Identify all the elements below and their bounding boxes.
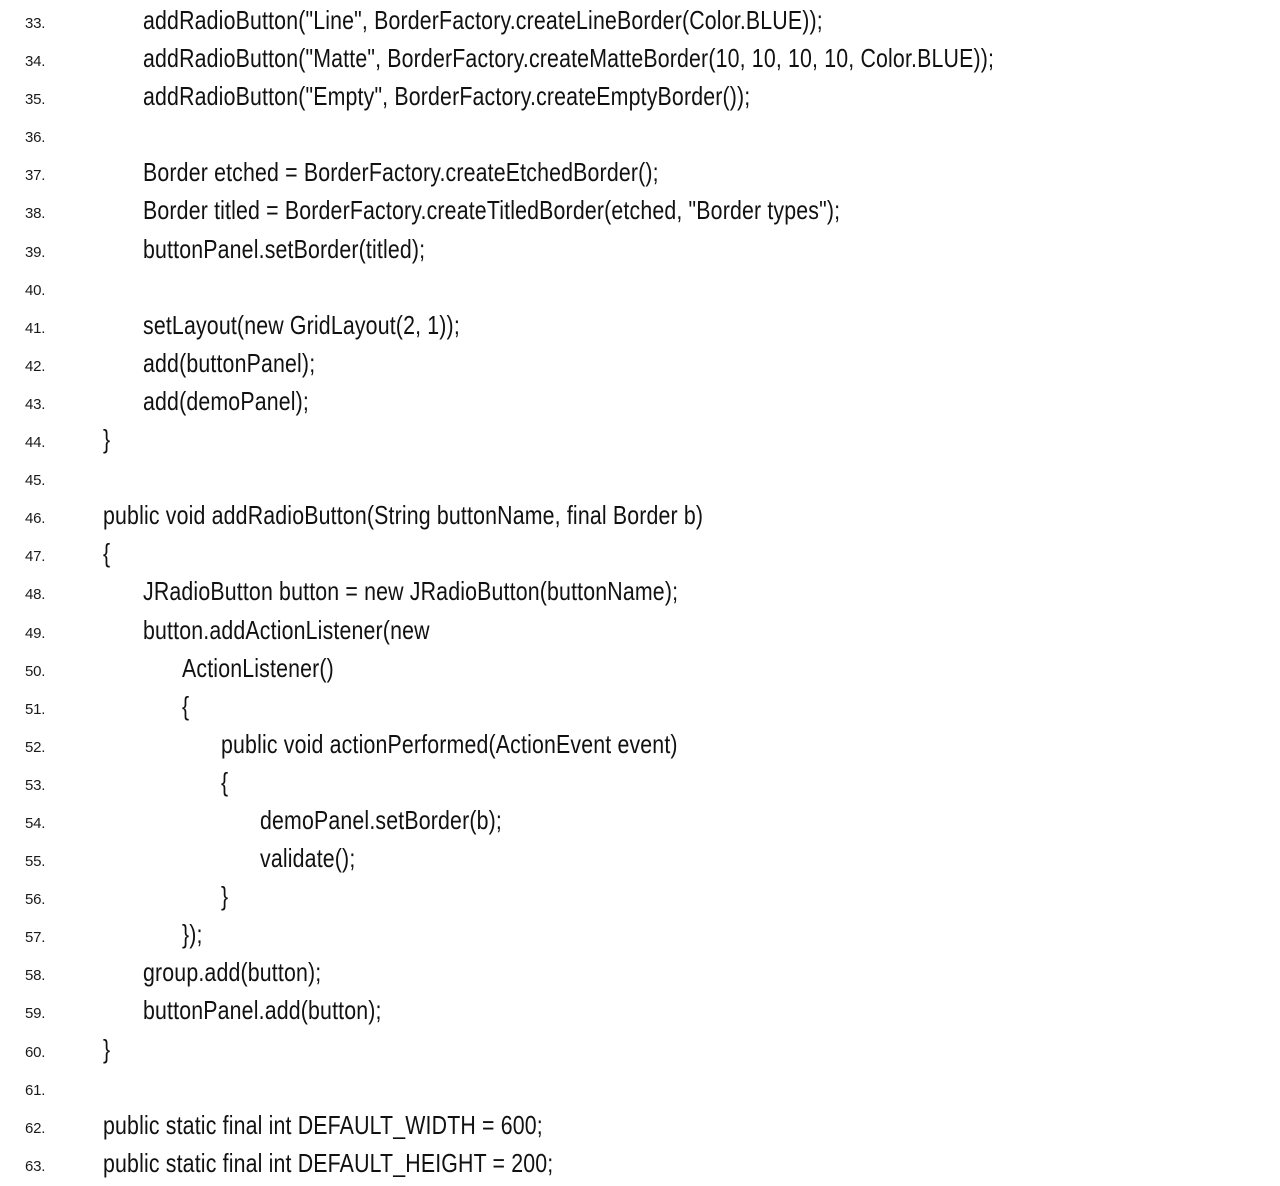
code-line: 53. {	[0, 767, 1280, 805]
code-line: 42. add(buttonPanel);	[0, 348, 1280, 386]
code-line: 57.});	[0, 919, 1280, 957]
line-number: 55.	[25, 853, 46, 871]
line-number: 50.	[25, 662, 46, 680]
line-number: 43.	[25, 395, 46, 413]
code-text: validate();	[260, 843, 356, 874]
line-number: 51.	[25, 700, 46, 718]
line-number: 53.	[25, 776, 46, 794]
code-text: button.addActionListener(new	[143, 614, 430, 645]
code-text: public void addRadioButton(String button…	[103, 500, 704, 531]
line-number: 48.	[25, 586, 46, 604]
code-text: setLayout(new GridLayout(2, 1));	[143, 309, 460, 340]
code-text: }	[103, 1033, 111, 1064]
line-number: 37.	[25, 167, 46, 185]
line-number: 56.	[25, 891, 46, 909]
code-line: 52. public void actionPerformed(ActionEve…	[0, 729, 1280, 767]
code-line: 43. add(demoPanel);	[0, 386, 1280, 424]
line-number: 46.	[25, 510, 46, 528]
code-line: 63. public static final int DEFAULT_HEIGH…	[0, 1148, 1280, 1186]
code-line: 58. group.add(button);	[0, 957, 1280, 995]
code-line: 35. addRadioButton("Empty", BorderFactory…	[0, 81, 1280, 119]
code-line: 47. {	[0, 538, 1280, 576]
code-line: 50. ActionListener()	[0, 653, 1280, 691]
code-line: 62. public static final int DEFAULT_WIDTH…	[0, 1110, 1280, 1148]
line-number: 41.	[25, 319, 46, 337]
line-number: 58.	[25, 967, 46, 985]
line-number: 42.	[25, 357, 46, 375]
code-line: 59. buttonPanel.add(button);	[0, 995, 1280, 1033]
code-line: 49. button.addActionListener(new	[0, 615, 1280, 653]
line-number: 59.	[25, 1005, 46, 1023]
code-text: ActionListener()	[182, 652, 334, 683]
line-number: 57.	[25, 929, 46, 947]
code-line: 48. JRadioButton button = new JRadioButto…	[0, 576, 1280, 614]
code-line: 51. {	[0, 691, 1280, 729]
code-line: 41. setLayout(new GridLayout(2, 1));	[0, 310, 1280, 348]
line-number: 44.	[25, 434, 46, 452]
line-number: 35.	[25, 91, 46, 109]
code-text: add(buttonPanel);	[143, 347, 316, 378]
code-line: 40.	[0, 272, 1280, 310]
code-text: addRadioButton("Empty", BorderFactory.cr…	[143, 81, 751, 112]
code-text: JRadioButton button = new JRadioButton(b…	[143, 576, 679, 607]
code-text: public static final int DEFAULT_WIDTH = …	[103, 1109, 543, 1140]
line-number: 45.	[25, 472, 46, 490]
code-line: 36.	[0, 119, 1280, 157]
code-line: 60.}	[0, 1034, 1280, 1072]
line-number: 36.	[25, 129, 46, 147]
code-text: {	[221, 766, 229, 797]
code-line: 54. demoPanel.setBorder(b);	[0, 805, 1280, 843]
code-line: 38. Border titled = BorderFactory.createT…	[0, 195, 1280, 233]
line-number: 47.	[25, 548, 46, 566]
code-line: 61.	[0, 1072, 1280, 1110]
line-number: 33.	[25, 15, 46, 32]
code-text: });	[182, 919, 203, 950]
code-text: demoPanel.setBorder(b);	[260, 804, 502, 835]
line-number: 49.	[25, 624, 46, 642]
line-number: 54.	[25, 814, 46, 832]
line-number: 34.	[25, 53, 46, 71]
code-text: }	[221, 881, 229, 912]
line-number: 40.	[25, 281, 46, 299]
code-text: {	[103, 538, 111, 569]
line-number: 61.	[25, 1081, 46, 1099]
line-number: 62.	[25, 1119, 46, 1137]
code-line: 45.	[0, 462, 1280, 500]
code-line: 37. Border etched = BorderFactory.createE…	[0, 157, 1280, 195]
code-text: public void actionPerformed(ActionEvent …	[221, 728, 678, 759]
line-number: 60.	[25, 1043, 46, 1061]
code-text: public static final int DEFAULT_HEIGHT =…	[103, 1147, 554, 1178]
code-text: }	[103, 424, 111, 455]
code-text: buttonPanel.add(button);	[143, 995, 382, 1026]
code-line: 34. addRadioButton("Matte", BorderFactory…	[0, 43, 1280, 81]
code-line: 55. validate();	[0, 843, 1280, 881]
code-line: 46. public void addRadioButton(String but…	[0, 500, 1280, 538]
code-text: addRadioButton("Line", BorderFactory.cre…	[143, 5, 823, 35]
line-number: 63.	[25, 1157, 46, 1175]
line-number: 39.	[25, 243, 46, 261]
code-text: add(demoPanel);	[143, 385, 310, 416]
code-text: Border etched = BorderFactory.createEtch…	[143, 157, 659, 188]
code-line: 56.}	[0, 881, 1280, 919]
code-listing: 33. addRadioButton("Line", BorderFactory.…	[0, 5, 1280, 1186]
code-text: {	[182, 690, 190, 721]
code-text: addRadioButton("Matte", BorderFactory.cr…	[143, 43, 995, 74]
code-text: group.add(button);	[143, 957, 322, 988]
code-line: 33. addRadioButton("Line", BorderFactory.…	[0, 5, 1280, 43]
code-line: 39. buttonPanel.setBorder(titled);	[0, 234, 1280, 272]
code-text: Border titled = BorderFactory.createTitl…	[143, 195, 841, 226]
code-text: buttonPanel.setBorder(titled);	[143, 233, 426, 264]
code-line: 44.}	[0, 424, 1280, 462]
line-number: 38.	[25, 205, 46, 223]
line-number: 52.	[25, 738, 46, 756]
